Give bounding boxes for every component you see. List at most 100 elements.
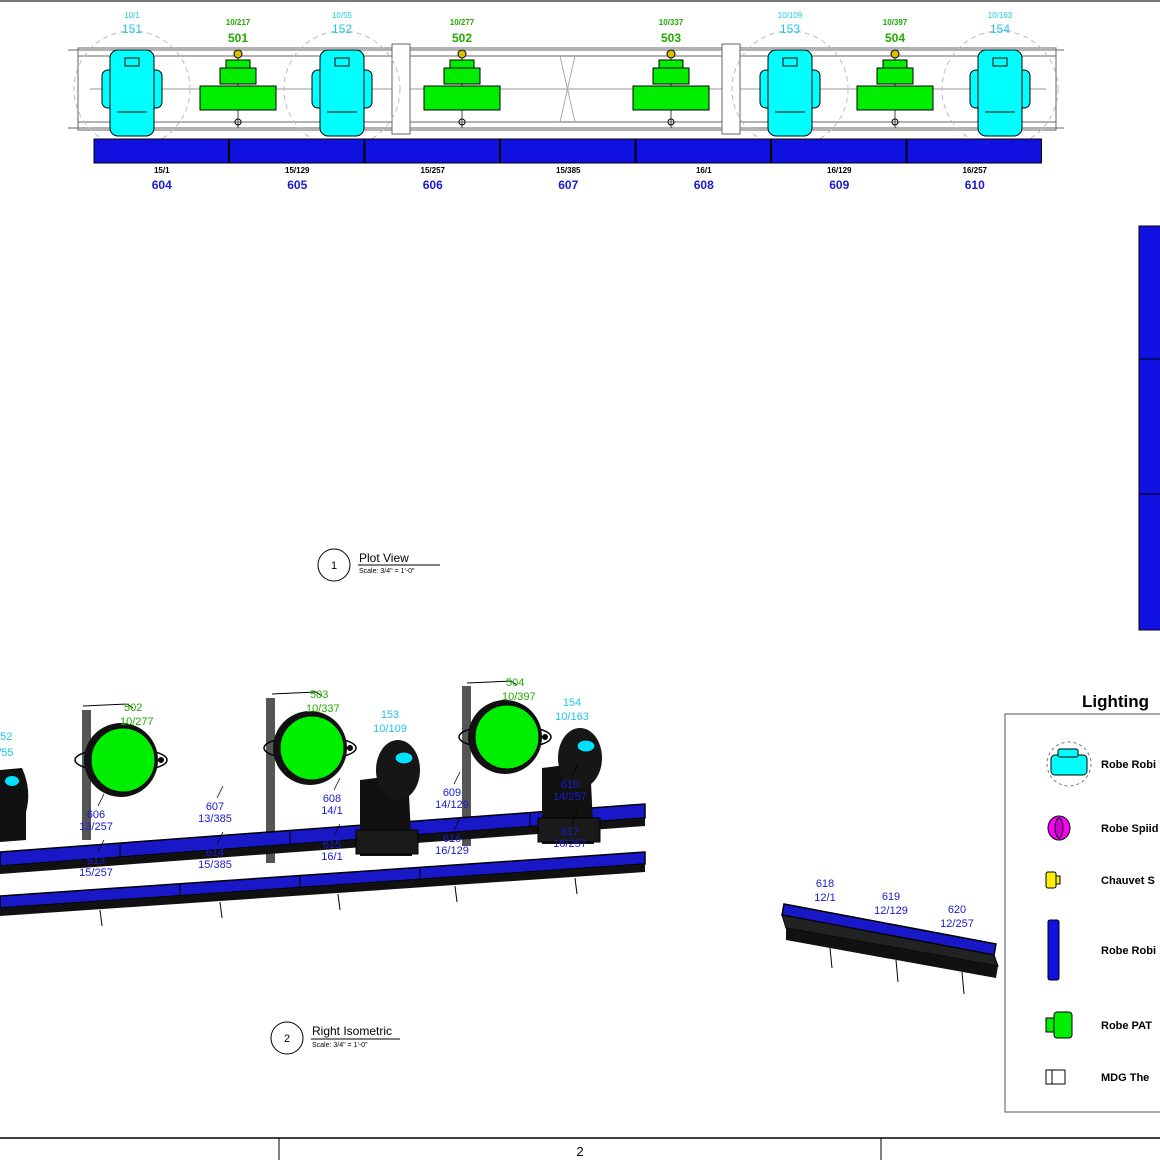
iso-spot-address: 10/109: [373, 723, 407, 735]
iso-spot-fixture: [355, 740, 420, 856]
plan-spot-fixture: [101, 49, 163, 137]
page-number: 2: [576, 1144, 583, 1159]
iso-leader-line: [97, 839, 105, 853]
iso-leader-line: [571, 810, 579, 824]
iso-leader-line: [571, 763, 579, 777]
spiider-fixture-icon: [1047, 815, 1071, 841]
plan-bar-unit: 606: [423, 178, 443, 192]
iso-small-bar-unit: 619: [882, 891, 900, 903]
plan-wash-address: 10/277: [450, 18, 475, 27]
isometric-title: Right Isometric: [312, 1024, 392, 1038]
iso-edge-spot-address: 10/55: [0, 747, 14, 759]
plot-view-number: 1: [331, 560, 337, 572]
plan-spot-unit: 153: [780, 22, 800, 36]
plot-view-scale: Scale: 3/4" = 1'-0": [359, 568, 415, 575]
plan-led-bar: [364, 138, 500, 164]
iso-lower-bar-row: [0, 851, 646, 927]
iso-bar-address: 13/385: [198, 813, 232, 825]
iso-bar-unit: 616: [443, 833, 461, 845]
side-led-bar: [1138, 225, 1160, 631]
iso-wash-fixture: [458, 680, 552, 774]
legend-item-label: Robe Robi: [1101, 759, 1156, 771]
legend-item-label: MDG The: [1101, 1072, 1149, 1084]
chauvet-fixture-icon: [1045, 871, 1061, 889]
iso-leader-line: [216, 831, 224, 845]
iso-bar-unit: 614: [206, 847, 224, 859]
iso-leader-line: [453, 771, 461, 785]
plan-wash-address: 10/217: [226, 18, 251, 27]
legend-item-label: Robe Robi: [1101, 945, 1156, 957]
iso-bar-address: 16/1: [321, 851, 342, 863]
iso-bar-unit: 606: [87, 809, 105, 821]
plan-bar-address: 15/257: [421, 166, 446, 175]
iso-leader-line: [216, 785, 224, 799]
plan-wash-address: 10/337: [659, 18, 684, 27]
plan-wash-fixture: [856, 49, 934, 128]
plan-bar-unit: 607: [558, 178, 578, 192]
plan-led-bar: [906, 138, 1042, 164]
plan-spot-unit: 151: [122, 22, 142, 36]
plan-wash-unit: 504: [885, 31, 905, 45]
iso-pipes: [82, 686, 471, 863]
iso-bar-address: 16/257: [553, 838, 587, 850]
plan-bar-address: 16/257: [963, 166, 988, 175]
iso-bar-unit: 609: [443, 787, 461, 799]
iso-spot-unit: 153: [381, 709, 399, 721]
plan-spot-fixture: [969, 49, 1031, 137]
iso-edge-spot: 152 10/55: [0, 731, 29, 842]
plan-wash-fixture: [632, 49, 710, 128]
iso-bar-address: 16/129: [435, 845, 469, 857]
iso-small-bar-address: 12/257: [940, 918, 974, 930]
plan-bar-unit: 605: [287, 178, 307, 192]
iso-spot-fixture: [537, 728, 602, 844]
iso-wash-unit: 503: [310, 689, 328, 701]
plan-bar-address: 16/1: [696, 166, 712, 175]
plan-bar-unit: 604: [152, 178, 172, 192]
iso-wash-address: 10/277: [120, 716, 154, 728]
plan-bar-address: 15/385: [556, 166, 581, 175]
iso-spot-unit: 154: [563, 697, 581, 709]
iso-wash-unit: 504: [506, 677, 524, 689]
iso-small-bar-unit: 620: [948, 904, 966, 916]
plan-led-bar: [229, 138, 365, 164]
plan-spot-fixture: [759, 49, 821, 137]
isometric-number: 2: [284, 1033, 290, 1045]
legend-item-label: Robe PAT: [1101, 1020, 1152, 1032]
iso-bar-unit: 617: [561, 826, 579, 838]
iso-bar-unit: 610: [561, 779, 579, 791]
plan-led-bar: [771, 138, 907, 164]
plan-spot-fixture: [311, 49, 373, 137]
plan-wash-fixture: [199, 49, 277, 128]
plan-wash-fixture: [423, 49, 501, 128]
plan-bar-unit: 610: [965, 178, 985, 192]
plan-spot-address: 10/1: [124, 11, 140, 20]
plan-led-bar: [93, 138, 229, 164]
plan-led-bar: [635, 138, 771, 164]
plan-spot-address: 10/109: [778, 11, 803, 20]
plot-view-title: Plot View: [359, 551, 409, 565]
legend-title: Lighting: [1082, 692, 1149, 711]
title-block: 2: [0, 1137, 1160, 1160]
plan-spot-unit: 154: [990, 22, 1010, 36]
plan-wash-address: 10/397: [883, 18, 908, 27]
legend-item-label: Robe Spiid: [1101, 823, 1158, 835]
plan-spot-unit: 152: [332, 22, 352, 36]
plan-bar-address: 15/1: [154, 166, 170, 175]
plan-led-bar: [500, 138, 636, 164]
plan-spot-address: 10/55: [332, 11, 353, 20]
iso-small-bar-address: 12/129: [874, 905, 908, 917]
iso-wash-address: 10/397: [502, 691, 536, 703]
isometric-scale: Scale: 3/4" = 1'-0": [312, 1042, 368, 1049]
iso-edge-spot-unit: 152: [0, 731, 12, 743]
isometric-caption: 2 Right Isometric Scale: 3/4" = 1'-0": [270, 1021, 400, 1055]
iso-bar-unit: 607: [206, 801, 224, 813]
spot-fixture-icon: [1046, 741, 1092, 787]
plan-bar-address: 15/129: [285, 166, 310, 175]
iso-bar-address: 13/257: [79, 821, 113, 833]
iso-wash-fixture: [263, 691, 357, 785]
iso-leader-line: [453, 817, 461, 831]
